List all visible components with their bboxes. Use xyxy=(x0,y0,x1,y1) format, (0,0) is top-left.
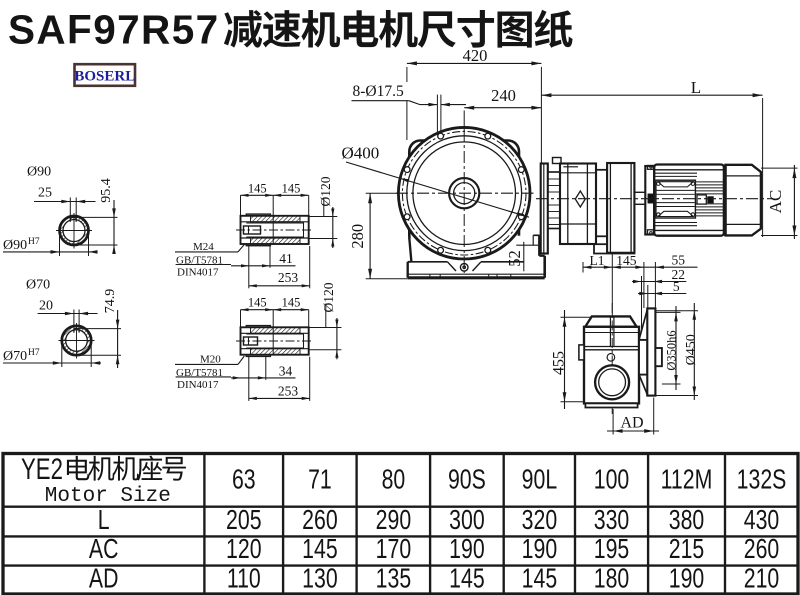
svg-text:190: 190 xyxy=(522,533,557,565)
svg-text:H7: H7 xyxy=(28,237,40,247)
svg-text:Ø400: Ø400 xyxy=(342,144,380,163)
svg-text:145: 145 xyxy=(302,533,337,565)
svg-text:112M: 112M xyxy=(661,464,713,496)
svg-text:320: 320 xyxy=(522,504,557,536)
svg-text:120: 120 xyxy=(226,533,261,565)
svg-text:132S: 132S xyxy=(737,464,787,496)
svg-text:130: 130 xyxy=(302,563,337,595)
svg-text:55: 55 xyxy=(672,253,686,268)
svg-text:190: 190 xyxy=(449,533,484,565)
svg-text:100: 100 xyxy=(594,464,629,496)
svg-text:260: 260 xyxy=(302,504,337,536)
svg-text:145: 145 xyxy=(449,563,484,595)
svg-text:145: 145 xyxy=(282,181,301,195)
svg-text:Ø90: Ø90 xyxy=(3,238,27,253)
svg-text:63: 63 xyxy=(232,464,256,496)
svg-text:8-Ø17.5: 8-Ø17.5 xyxy=(353,83,404,100)
svg-text:22: 22 xyxy=(672,267,686,282)
svg-text:195: 195 xyxy=(594,533,629,565)
svg-text:260: 260 xyxy=(744,533,779,565)
svg-text:95.4: 95.4 xyxy=(99,178,114,203)
svg-text:H7: H7 xyxy=(28,348,40,358)
svg-text:455: 455 xyxy=(551,351,568,375)
svg-text:280: 280 xyxy=(348,224,367,249)
svg-text:Ø450: Ø450 xyxy=(684,334,699,365)
svg-text:71: 71 xyxy=(308,464,332,496)
svg-text:M24: M24 xyxy=(193,241,214,253)
svg-text:SAF97R57: SAF97R57 xyxy=(8,7,220,53)
svg-text:300: 300 xyxy=(449,504,484,536)
svg-text:420: 420 xyxy=(463,46,488,65)
svg-text:34: 34 xyxy=(279,364,293,379)
svg-text:YE2: YE2 xyxy=(21,452,63,486)
svg-text:215: 215 xyxy=(669,533,704,565)
svg-text:Ø120: Ø120 xyxy=(318,176,333,206)
svg-text:110: 110 xyxy=(227,563,261,595)
svg-text:AC: AC xyxy=(766,190,785,214)
svg-text:GB/T5781: GB/T5781 xyxy=(176,367,223,379)
svg-text:AD: AD xyxy=(620,415,643,432)
svg-text:74.9: 74.9 xyxy=(103,289,118,314)
svg-text:240: 240 xyxy=(491,86,516,105)
svg-text:180: 180 xyxy=(594,563,629,595)
svg-text:AC: AC xyxy=(89,533,119,565)
svg-text:25: 25 xyxy=(38,186,52,201)
svg-text:Ø120: Ø120 xyxy=(321,282,336,312)
svg-text:135: 135 xyxy=(376,563,411,595)
svg-text:80: 80 xyxy=(382,464,406,496)
svg-text:52: 52 xyxy=(505,250,524,267)
svg-text:145: 145 xyxy=(248,181,267,195)
svg-text:BOSERL: BOSERL xyxy=(74,69,135,85)
svg-text:190: 190 xyxy=(669,563,704,595)
svg-text:Ø70: Ø70 xyxy=(3,349,27,364)
svg-text:Motor Size: Motor Size xyxy=(45,485,171,508)
svg-text:Ø350h6: Ø350h6 xyxy=(665,330,679,370)
svg-text:L: L xyxy=(691,78,701,97)
svg-text:290: 290 xyxy=(376,504,411,536)
svg-text:253: 253 xyxy=(278,270,299,285)
svg-text:253: 253 xyxy=(278,384,299,399)
svg-text:GB/T5781: GB/T5781 xyxy=(176,254,223,266)
svg-text:DIN4017: DIN4017 xyxy=(177,379,219,391)
svg-text:145: 145 xyxy=(248,295,267,309)
svg-text:5: 5 xyxy=(673,279,680,294)
svg-text:90L: 90L xyxy=(522,464,557,496)
svg-text:205: 205 xyxy=(226,504,261,536)
svg-text:M20: M20 xyxy=(200,354,221,366)
svg-text:145: 145 xyxy=(616,253,637,268)
svg-text:90S: 90S xyxy=(448,464,486,496)
svg-text:380: 380 xyxy=(669,504,704,536)
svg-text:145: 145 xyxy=(282,295,301,309)
svg-text:Ø70: Ø70 xyxy=(26,278,50,293)
svg-text:L: L xyxy=(98,504,110,536)
svg-text:L1: L1 xyxy=(590,253,605,268)
svg-text:430: 430 xyxy=(744,504,779,536)
svg-text:DIN4017: DIN4017 xyxy=(177,267,219,279)
svg-text:Ø90: Ø90 xyxy=(27,165,51,180)
svg-text:330: 330 xyxy=(594,504,629,536)
svg-text:145: 145 xyxy=(522,563,557,595)
svg-text:41: 41 xyxy=(279,251,293,266)
svg-text:210: 210 xyxy=(744,563,779,595)
svg-text:170: 170 xyxy=(376,533,411,565)
svg-text:20: 20 xyxy=(39,299,53,314)
svg-text:AD: AD xyxy=(89,563,119,595)
